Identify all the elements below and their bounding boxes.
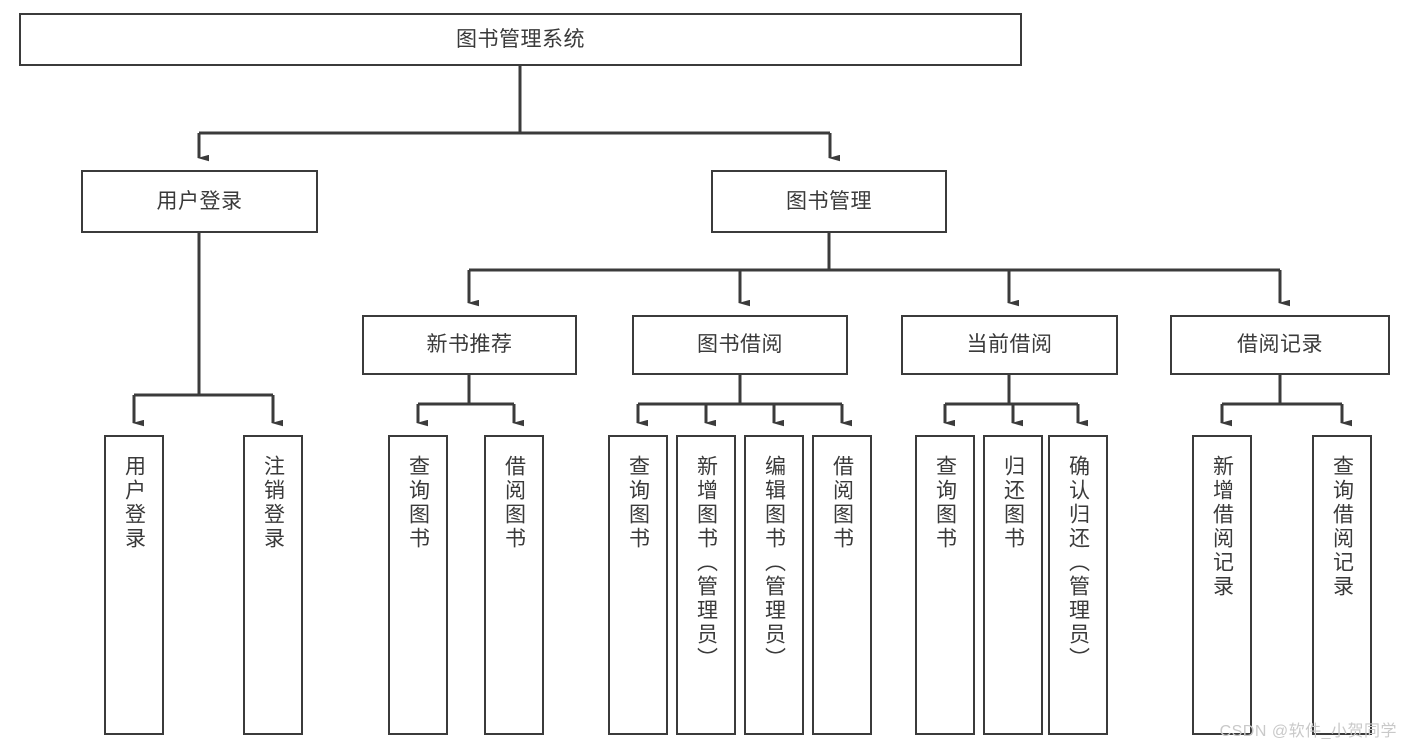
node-borrow-record-label: 借阅记录 — [1237, 333, 1323, 357]
node-leaf-add-borrow-record[interactable]: 新增借阅记录 — [1192, 435, 1252, 735]
node-leaf-borrow-book-bor[interactable]: 借阅图书 — [812, 435, 872, 735]
node-leaf-add-book-admin-label: 新增图书（管理员） — [694, 455, 718, 671]
node-leaf-return-book[interactable]: 归还图书 — [983, 435, 1043, 735]
node-leaf-query-book-rec[interactable]: 查询图书 — [388, 435, 448, 735]
node-leaf-user-login-label: 用户登录 — [122, 455, 146, 551]
node-leaf-borrow-book-bor-label: 借阅图书 — [830, 455, 854, 551]
node-leaf-edit-book-admin-label: 编辑图书（管理员） — [762, 455, 786, 671]
node-leaf-borrow-book-rec-label: 借阅图书 — [502, 455, 526, 551]
node-leaf-confirm-return-admin[interactable]: 确认归还（管理员） — [1048, 435, 1108, 735]
node-leaf-add-book-admin[interactable]: 新增图书（管理员） — [676, 435, 736, 735]
node-leaf-add-borrow-record-label: 新增借阅记录 — [1210, 455, 1234, 599]
node-leaf-return-book-label: 归还图书 — [1001, 455, 1025, 551]
node-book-manage[interactable]: 图书管理 — [711, 170, 947, 233]
node-new-book-recommend-label: 新书推荐 — [426, 333, 513, 357]
node-leaf-query-book-cur-label: 查询图书 — [933, 455, 957, 551]
node-root[interactable]: 图书管理系统 — [19, 13, 1022, 66]
node-leaf-query-book-bor-label: 查询图书 — [626, 455, 650, 551]
node-current-borrow-label: 当前借阅 — [966, 333, 1053, 357]
node-leaf-query-book-bor[interactable]: 查询图书 — [608, 435, 668, 735]
node-root-label: 图书管理系统 — [456, 27, 585, 51]
node-leaf-query-book-cur[interactable]: 查询图书 — [915, 435, 975, 735]
node-leaf-confirm-return-admin-label: 确认归还（管理员） — [1066, 455, 1090, 671]
node-user-login-label: 用户登录 — [156, 189, 243, 213]
node-leaf-query-borrow-record-label: 查询借阅记录 — [1330, 455, 1354, 599]
node-book-borrow[interactable]: 图书借阅 — [632, 315, 848, 375]
node-new-book-recommend[interactable]: 新书推荐 — [362, 315, 577, 375]
node-leaf-user-login[interactable]: 用户登录 — [104, 435, 164, 735]
node-leaf-logout-login[interactable]: 注销登录 — [243, 435, 303, 735]
node-book-borrow-label: 图书借阅 — [697, 333, 783, 357]
node-current-borrow[interactable]: 当前借阅 — [901, 315, 1118, 375]
node-leaf-edit-book-admin[interactable]: 编辑图书（管理员） — [744, 435, 804, 735]
node-leaf-query-borrow-record[interactable]: 查询借阅记录 — [1312, 435, 1372, 735]
node-leaf-borrow-book-rec[interactable]: 借阅图书 — [484, 435, 544, 735]
node-user-login[interactable]: 用户登录 — [81, 170, 318, 233]
node-book-manage-label: 图书管理 — [786, 189, 872, 213]
node-leaf-query-book-rec-label: 查询图书 — [406, 455, 430, 551]
node-borrow-record[interactable]: 借阅记录 — [1170, 315, 1390, 375]
node-leaf-logout-login-label: 注销登录 — [261, 455, 285, 551]
